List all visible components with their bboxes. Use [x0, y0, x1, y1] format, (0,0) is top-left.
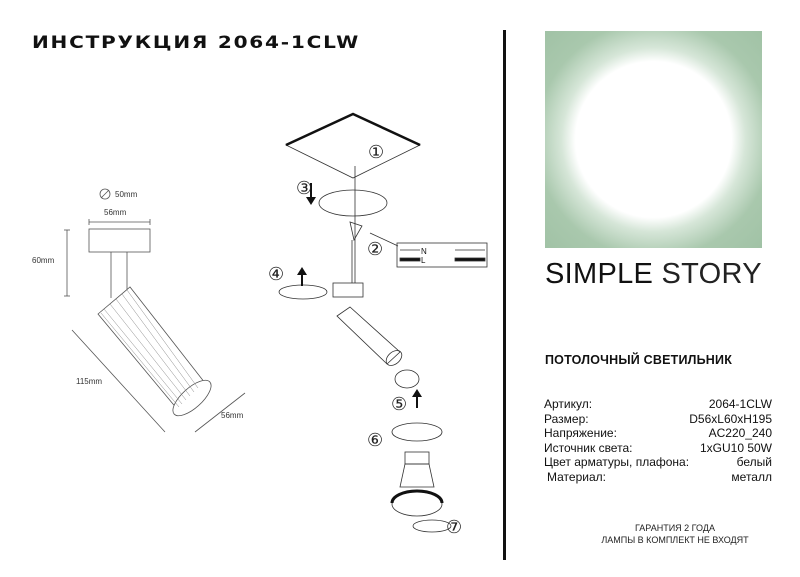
spec-list: Артикул: 2064-1CLW Размер: D56xL60xH195 На…: [544, 397, 772, 484]
spec-value: металл: [731, 469, 772, 484]
spec-label: Напряжение:: [544, 426, 617, 440]
spec-row: Источник света: 1xGU10 50W: [544, 441, 772, 456]
body-diameter-label: 56mm: [221, 411, 244, 420]
step-5-marker: ⑤: [391, 394, 407, 414]
spec-label: Материал:: [547, 469, 606, 484]
assembly-drawing: ① ② ③ ④ ⑤ ⑥ ⑦ N L: [268, 112, 488, 537]
lamps-note: ЛАМПЫ В КОМПЛЕКТ НЕ ВХОДЯТ: [601, 535, 749, 545]
spec-row: Артикул: 2064-1CLW: [544, 397, 772, 412]
base-width-label: 56mm: [104, 208, 127, 217]
wire-neutral-label: N: [421, 247, 427, 256]
dimensions-drawing: 50mm 56mm 60mm 115mm 56mm: [32, 188, 246, 433]
brand-logo: [545, 31, 762, 248]
spec-row: Цвет арматуры, плафона: белый: [544, 455, 772, 470]
spec-label: Источник света:: [544, 440, 633, 455]
step-6-marker: ⑥: [367, 430, 383, 450]
spec-row: Материал: металл: [544, 470, 772, 485]
spec-value: 2064-1CLW: [708, 397, 772, 411]
spec-value: AC220_240: [708, 426, 772, 440]
spec-value: белый: [736, 455, 772, 469]
warranty-note: ГАРАНТИЯ 2 ГОДА: [635, 523, 715, 533]
footer-notes: ГАРАНТИЯ 2 ГОДА ЛАМПЫ В КОМПЛЕКТ НЕ ВХОД…: [545, 522, 800, 546]
wire-live-label: L: [421, 256, 426, 265]
step-1-marker: ①: [368, 142, 384, 162]
body-length-label: 115mm: [76, 377, 102, 386]
spec-value: D56xL60xH195: [689, 411, 772, 426]
spec-label: Размер:: [544, 411, 589, 426]
step-7-marker: ⑦: [446, 517, 462, 537]
brand-name-bold: SIMPLE: [545, 258, 654, 290]
brand-name: SIMPLE STORY: [545, 258, 762, 291]
spec-row: Напряжение: AC220_240: [544, 426, 772, 441]
spec-label: Цвет арматуры, плафона:: [544, 455, 690, 469]
hole-diameter-icon: [99, 188, 111, 200]
brand-name-light: STORY: [661, 258, 762, 290]
mounting-plate: [318, 189, 388, 217]
document-title: ИНСТРУКЦИЯ 2064-1CLW: [32, 33, 360, 53]
hole-diameter-label: 50mm: [115, 190, 138, 199]
step-3-marker: ③: [296, 178, 312, 198]
step-4-marker: ④: [268, 264, 284, 284]
spec-row: Размер: D56xL60xH195: [544, 412, 772, 427]
product-type: ПОТОЛОЧНЫЙ СВЕТИЛЬНИК: [545, 353, 733, 367]
step-2-marker: ②: [367, 239, 383, 259]
spec-label: Артикул:: [544, 397, 593, 411]
vertical-divider: [503, 30, 506, 560]
base-height-label: 60mm: [32, 256, 55, 265]
spec-value: 1xGU10 50W: [699, 440, 772, 455]
